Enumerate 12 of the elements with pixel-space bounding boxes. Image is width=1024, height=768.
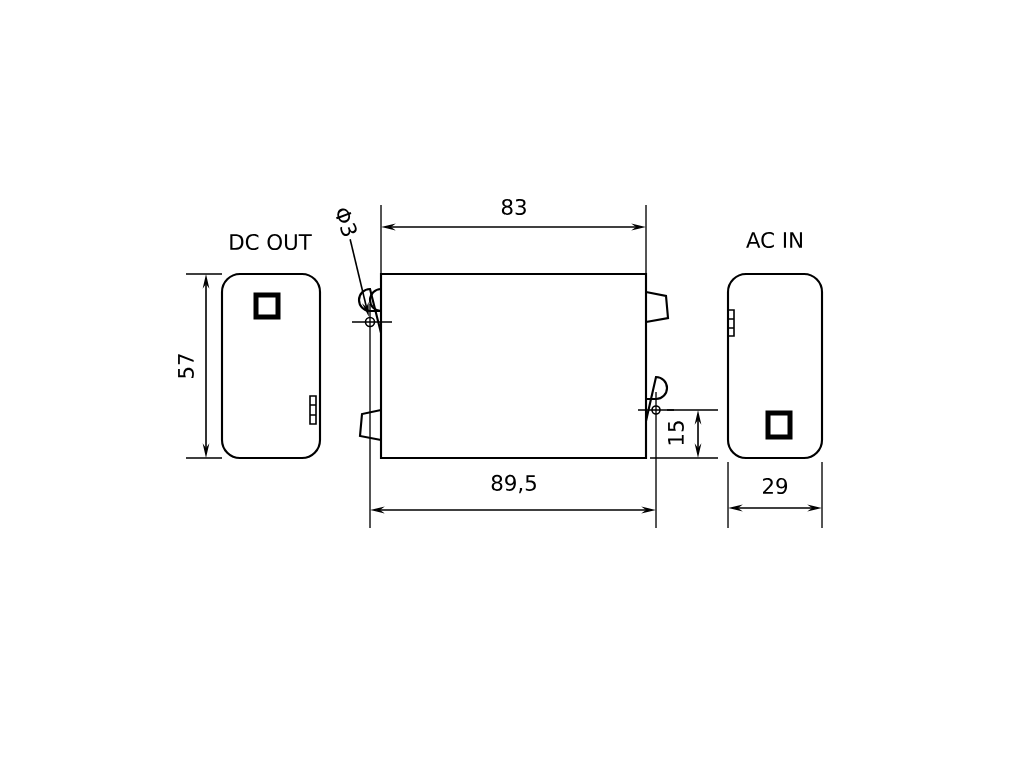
dimension-label: 15 [666, 418, 686, 448]
dimension-label: 57 [176, 351, 196, 381]
dimension-label: 29 [760, 476, 790, 496]
hole-diameter-label: Φ3 [336, 208, 357, 237]
node-label: DC OUT [230, 233, 312, 251]
housing-box [379, 272, 648, 460]
connector-side-view: DC OUT [220, 233, 322, 460]
dimension-label: 83 [499, 197, 529, 217]
node-label: AC IN [746, 231, 802, 249]
mounting-hole [364, 316, 376, 328]
dimension-label: 89,5 [488, 473, 540, 495]
connector-side-view: AC IN [726, 231, 824, 460]
